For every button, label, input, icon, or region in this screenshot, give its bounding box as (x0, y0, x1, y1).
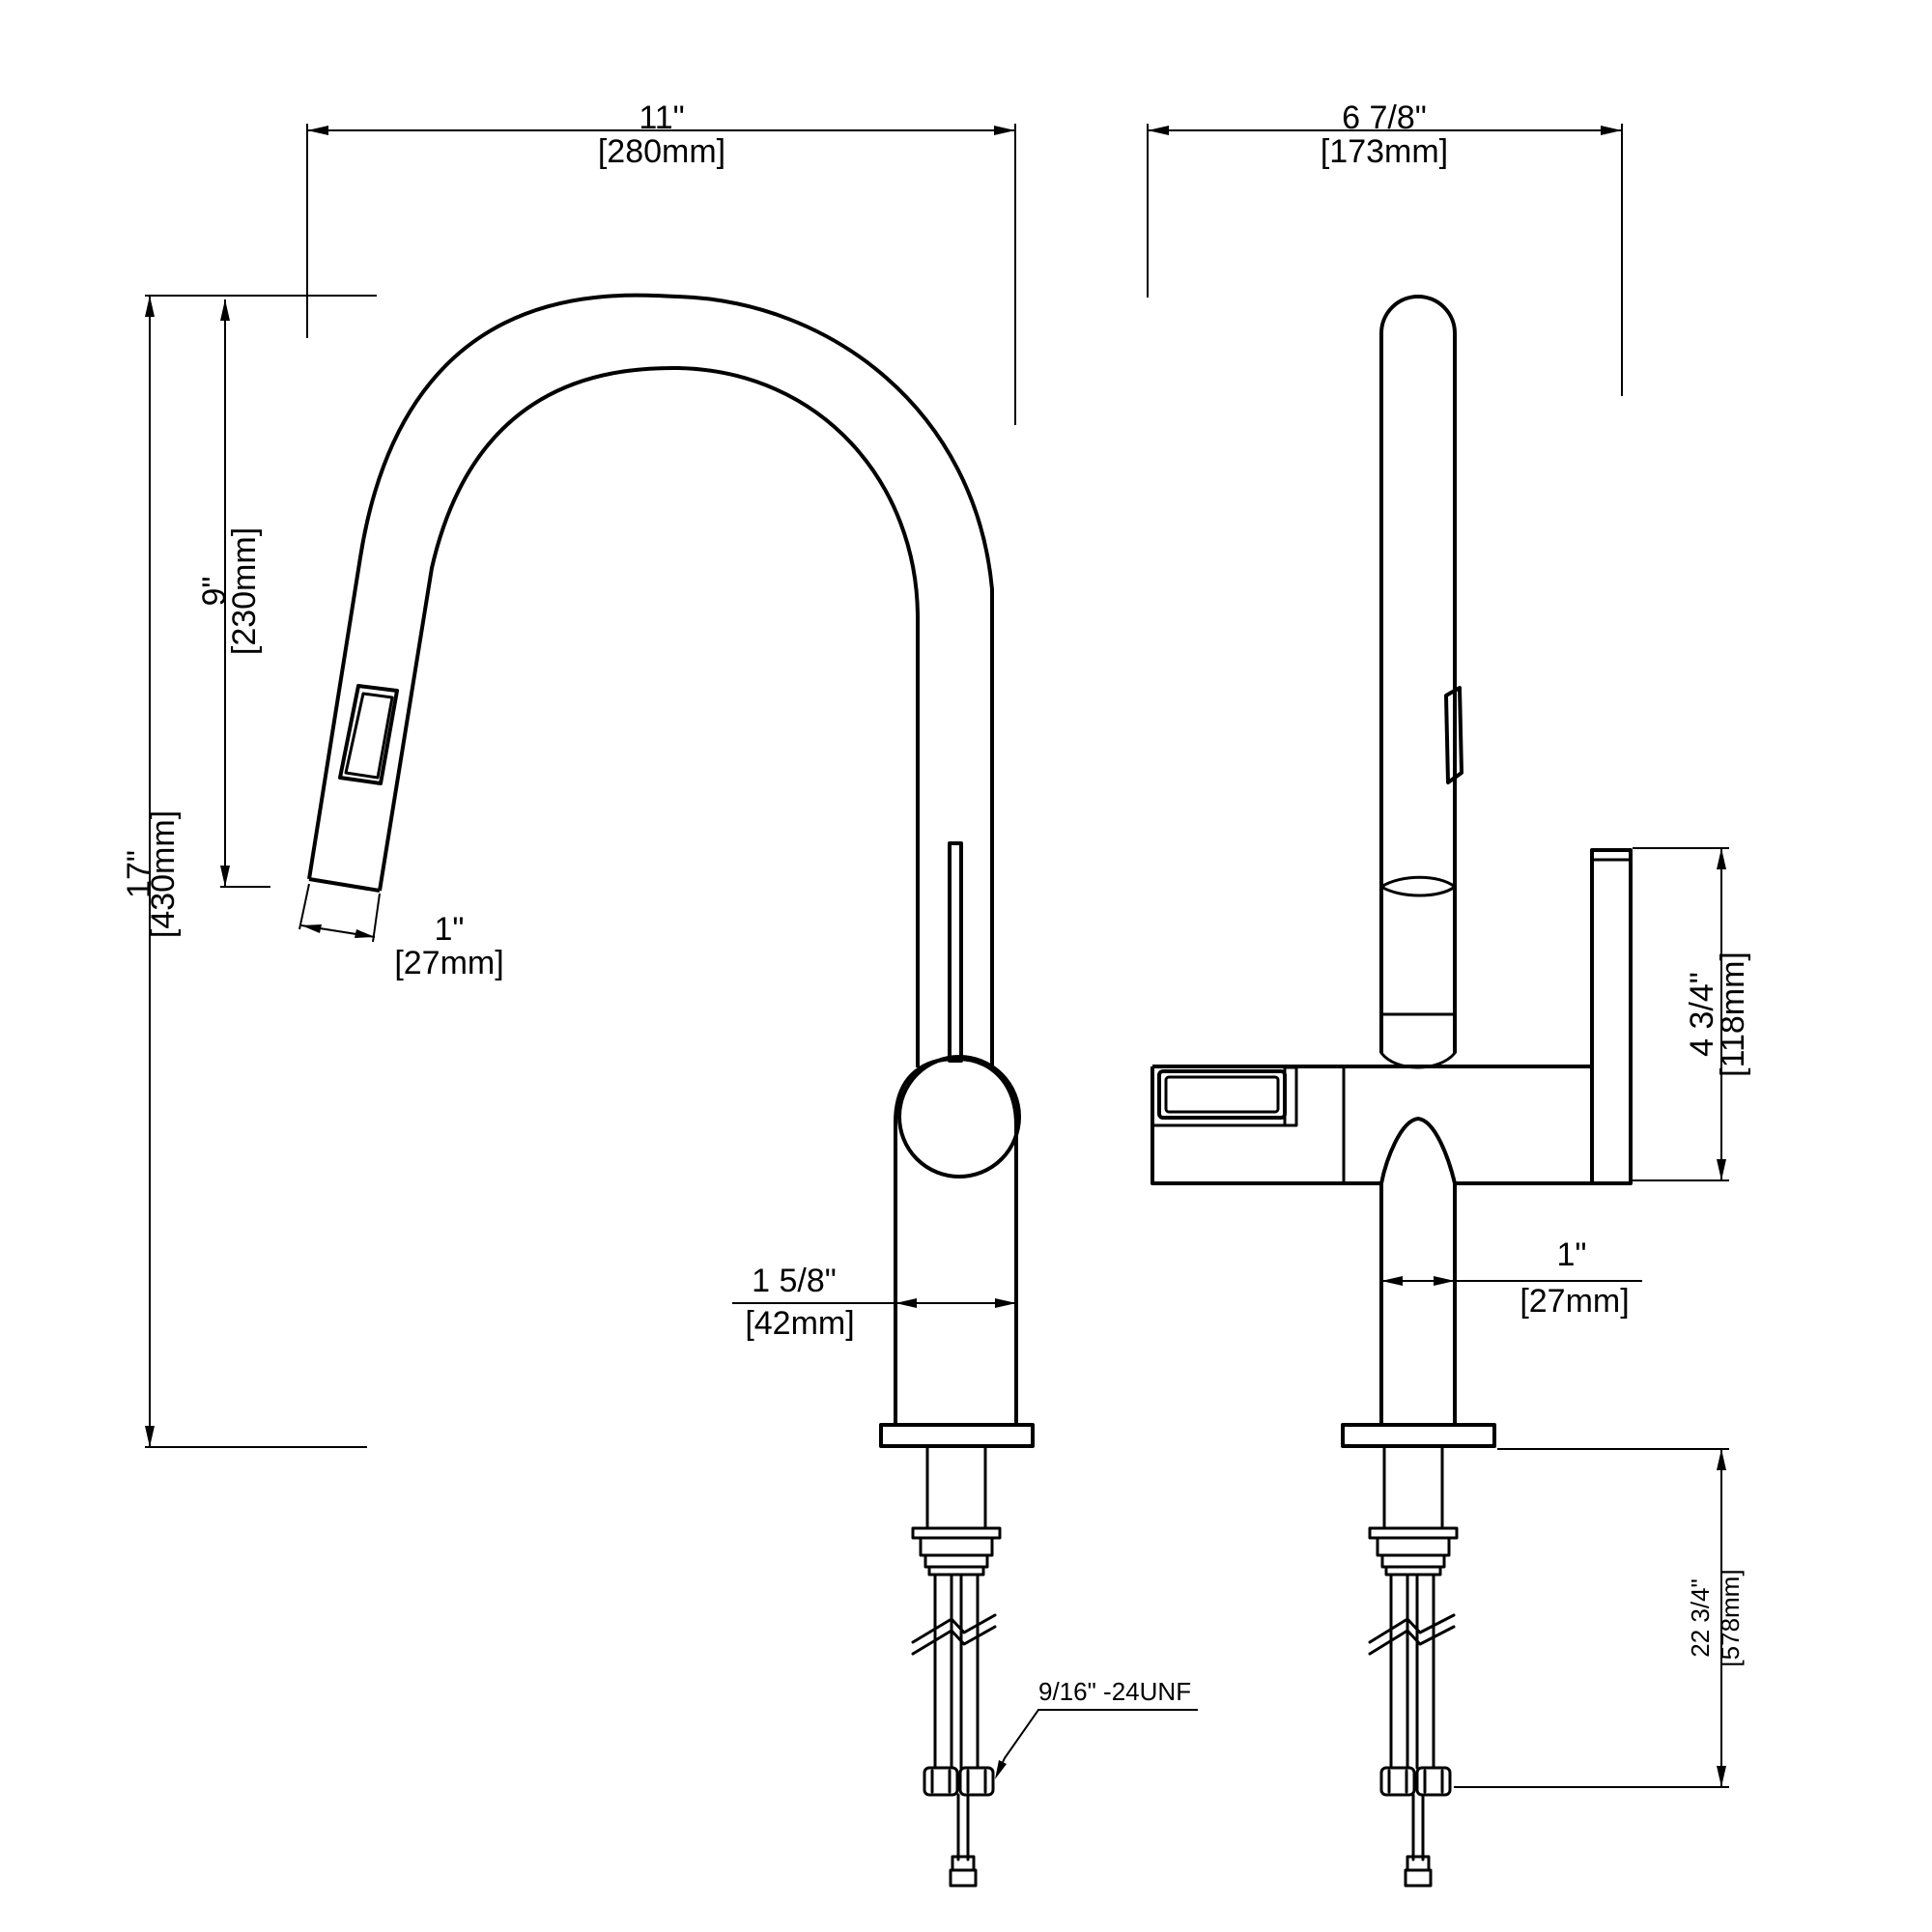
front-connectors (923, 1766, 995, 1888)
front-handle-hub (897, 1055, 1021, 1179)
front-spray-button (338, 684, 399, 785)
side-view (1151, 295, 1633, 1888)
label-overall-width-mm: [280mm] (598, 133, 725, 170)
label-body-diameter-in: 1 5/8" (752, 1263, 837, 1299)
front-spray-button-inner (344, 692, 394, 780)
front-hoses (911, 1573, 997, 1770)
front-handle-lever (948, 841, 963, 1063)
side-spout (1379, 295, 1457, 1053)
label-hose-length-in: 22 3/4" (1686, 1578, 1715, 1658)
side-body-housing (1151, 1065, 1592, 1185)
front-mounting-nut (919, 1536, 994, 1557)
side-mounting-nut (1376, 1536, 1451, 1557)
side-hoses (1368, 1573, 1456, 1770)
dimension-lines (145, 124, 1729, 1788)
side-spout-ring (1379, 875, 1457, 889)
label-spout-diameter-in: 1" (1557, 1236, 1587, 1273)
label-overall-width-in: 11" (639, 99, 684, 136)
label-body-diameter-mm: [42mm] (745, 1305, 854, 1342)
side-connectors (1379, 1766, 1452, 1888)
front-body (894, 1057, 1018, 1425)
side-body-saddle (1379, 1117, 1457, 1184)
label-spray-head-mm: [27mm] (394, 945, 503, 981)
side-spray-button (1444, 686, 1463, 784)
front-spout-outer (307, 293, 994, 1009)
label-overall-height-mm: [430mm] (145, 810, 182, 938)
label-spout-height-in: 9" (196, 577, 233, 607)
side-base-plate (1341, 1423, 1496, 1448)
label-side-width-in: 6 7/8" (1342, 99, 1427, 136)
label-overall-height-in: 17" (121, 850, 157, 898)
front-spout-inner (378, 365, 920, 1009)
label-thread-spec: 9/16" -24UNF (1038, 1677, 1191, 1706)
label-spout-height-mm: [230mm] (226, 527, 263, 655)
front-base-plate (879, 1423, 1035, 1448)
label-side-width-mm: [173mm] (1321, 133, 1448, 170)
label-handle-height-mm: [118mm] (1715, 952, 1751, 1077)
front-spray-head-tip (308, 877, 381, 893)
label-spray-head-in: 1" (435, 911, 465, 948)
label-hose-length-mm: [578mm] (1716, 1569, 1745, 1666)
label-spout-diameter-mm: [27mm] (1520, 1283, 1629, 1320)
dimension-labels: 11" [280mm] 6 7/8" [173mm] 17" [430mm] 9… (121, 99, 1751, 1706)
side-handle-bar (1590, 848, 1633, 1185)
label-handle-height-in: 4 3/4" (1684, 972, 1720, 1057)
front-view (307, 293, 1035, 1888)
